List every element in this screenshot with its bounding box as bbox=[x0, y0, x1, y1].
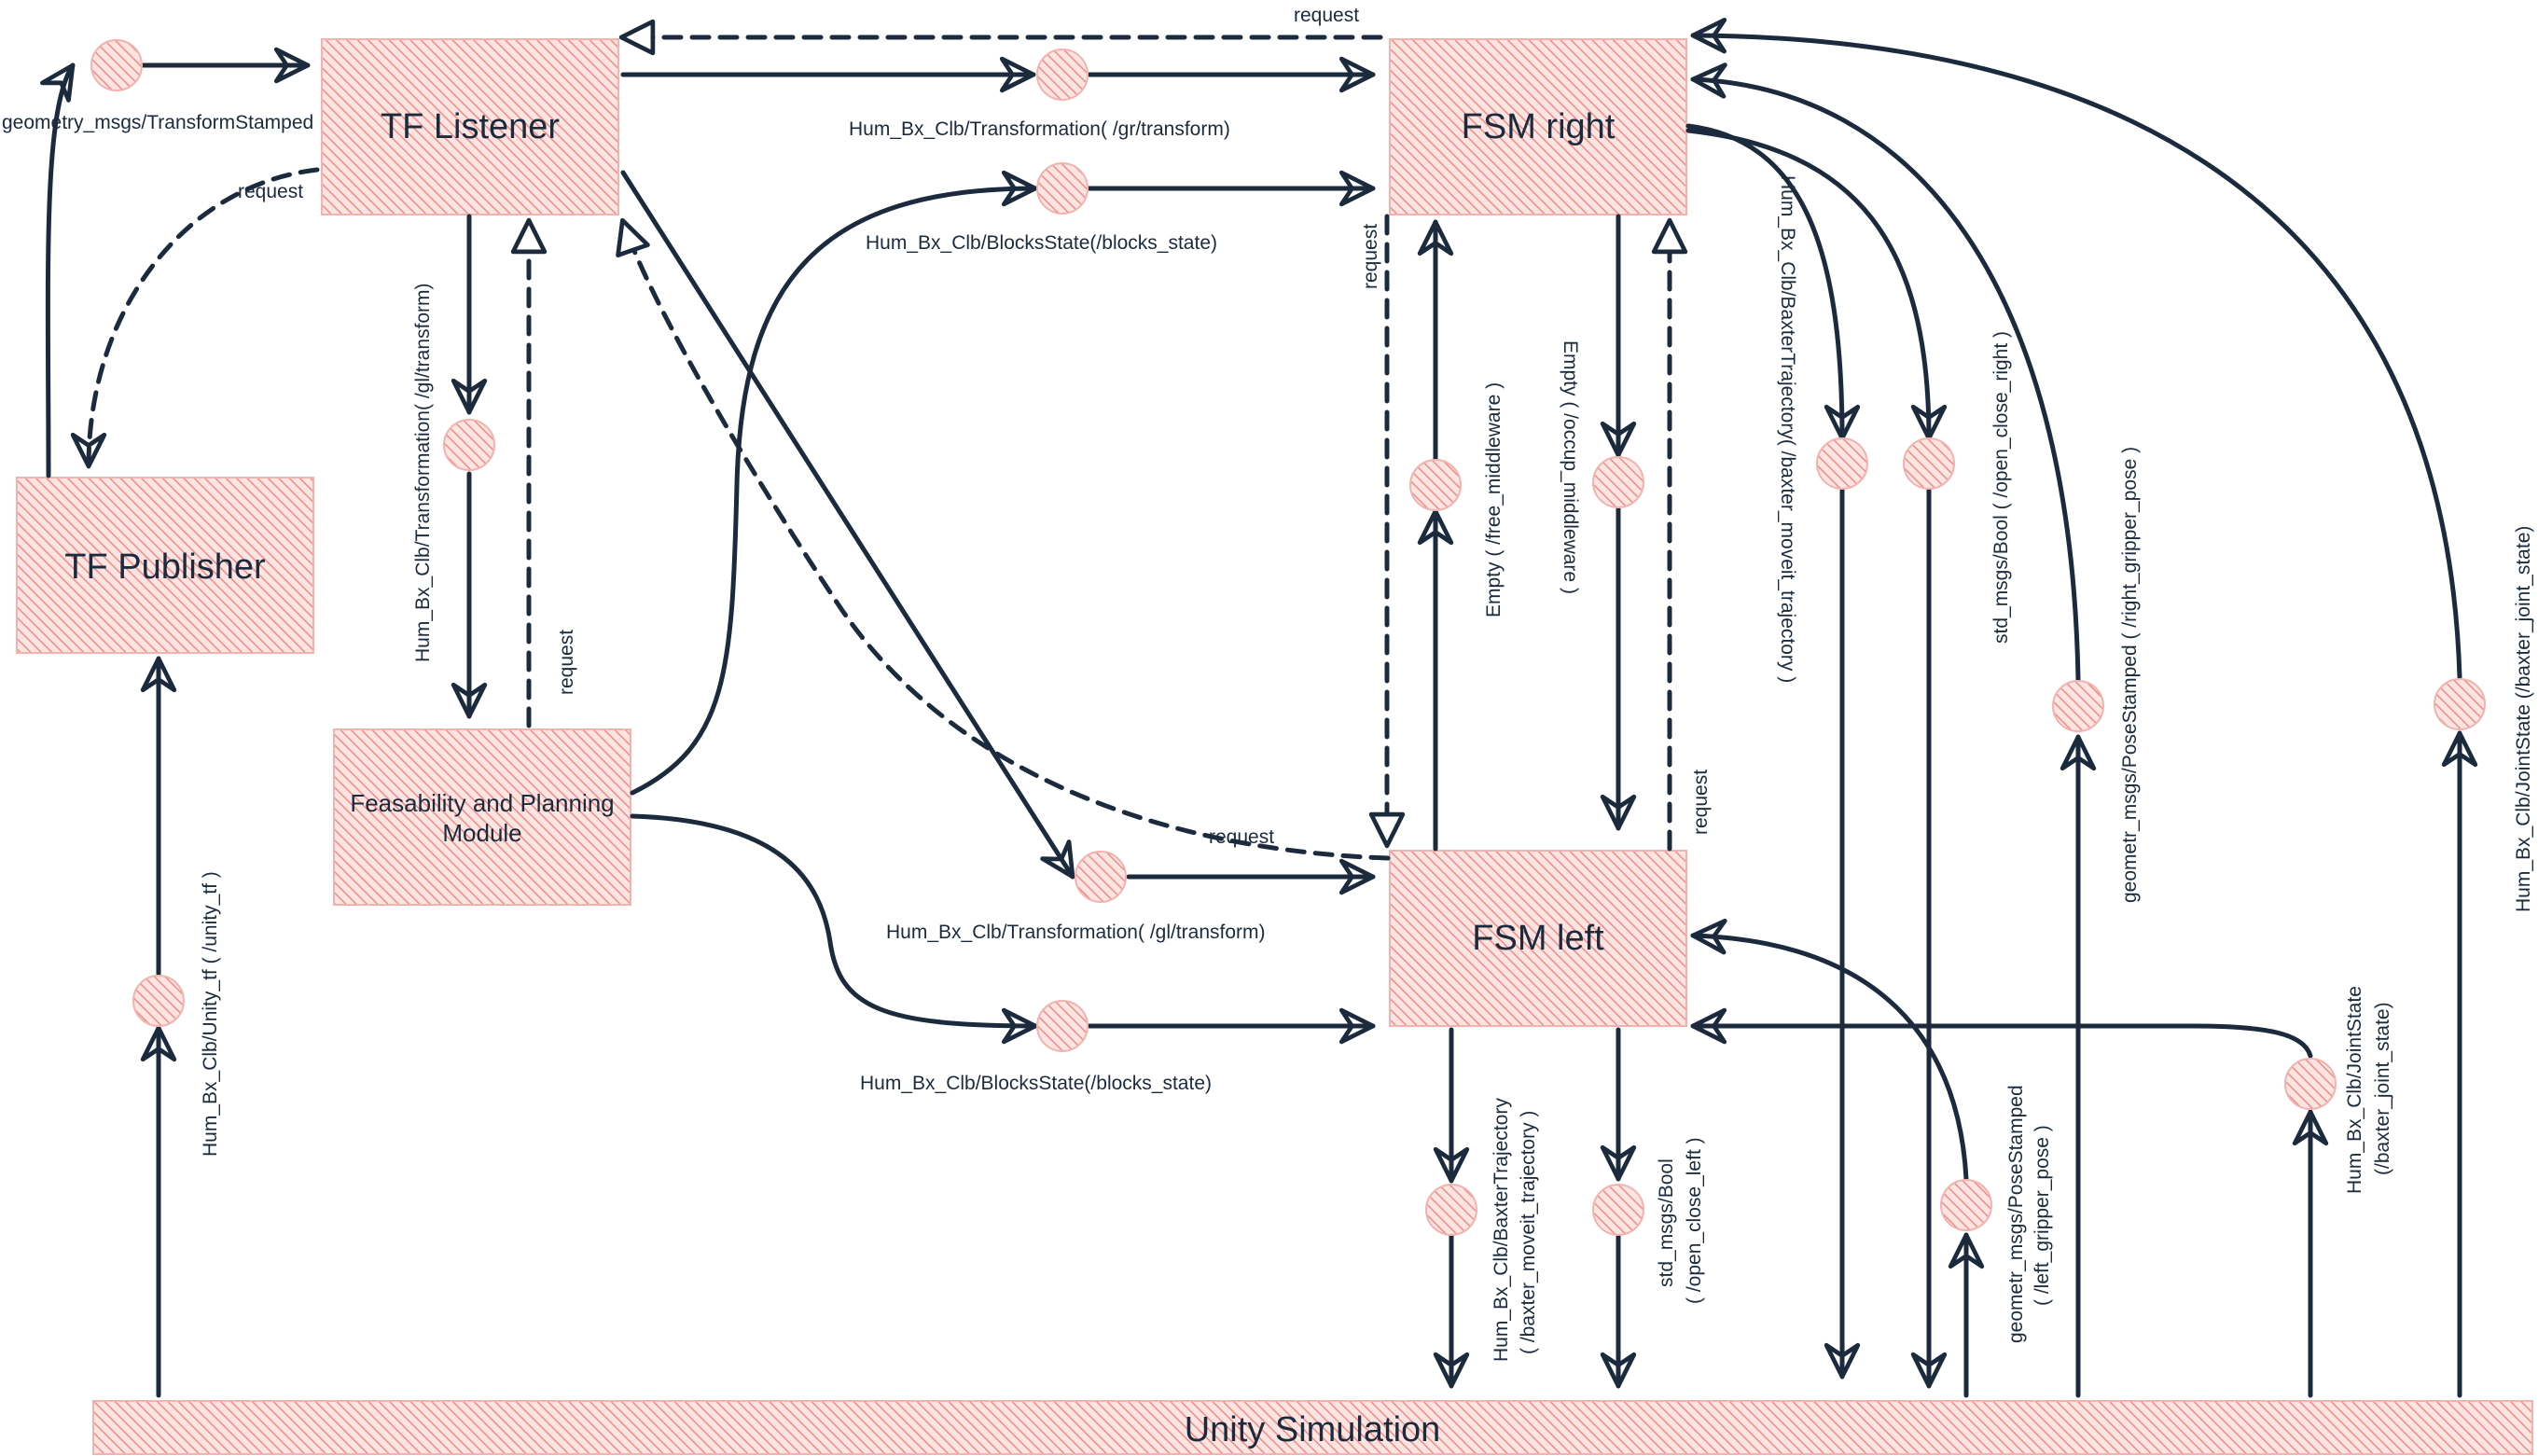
msg-dot-occup-middleware bbox=[1592, 456, 1644, 508]
node-feasability-label-line1: Feasability and Planning bbox=[350, 789, 614, 817]
msg-dot-gl-transform-bottom bbox=[1075, 851, 1127, 903]
label-moveit-left-line1: Hum_Bx_Clb/BaxterTrajectory bbox=[1491, 1098, 1512, 1362]
msg-dot-joint-state-left bbox=[2284, 1058, 2337, 1110]
label-request-fsm-right-left: request bbox=[1360, 224, 1381, 289]
edge-request-fsm-left-to-tf-listener bbox=[616, 217, 1391, 861]
label-left-gripper-line1: geometr_msgs/PoseStamped bbox=[2005, 1085, 2027, 1343]
msg-dot-blocks-state-top bbox=[1036, 162, 1089, 215]
label-open-close-left-line2: ( /open_close_left ) bbox=[1684, 1137, 1705, 1304]
node-tf-listener: TF Listener bbox=[321, 38, 619, 215]
msg-dot-gr-transform bbox=[1036, 49, 1089, 101]
label-joint-state-left-line1: Hum_Bx_Clb/JointState bbox=[2344, 986, 2365, 1194]
node-unity-label: Unity Simulation bbox=[1185, 1410, 1441, 1449]
node-fsm-right-label: FSM right bbox=[1462, 107, 1616, 146]
msg-dot-joint-state-right bbox=[2434, 678, 2486, 730]
node-fsm-right: FSM right bbox=[1389, 38, 1687, 215]
label-gl-transform-vertical: Hum_Bx_Clb/Transformation( /gl/transform… bbox=[412, 283, 434, 662]
edge-labels: geometry_msgs/TransformStamped request r… bbox=[2, 5, 2534, 1362]
label-joint-state-left-line2: (/baxter_joint_state) bbox=[2372, 1002, 2393, 1175]
msg-dot-free-middleware bbox=[1409, 459, 1462, 511]
edge-tf-listener-to-gl-dot-bottom bbox=[620, 170, 1075, 880]
label-moveit-right: Hum_Bx_Clb/BaxterTrajectory( /baxter_mov… bbox=[1777, 175, 1798, 683]
msg-dot-left-gripper bbox=[1940, 1179, 1992, 1231]
label-open-close-right: std_msgs/Bool ( /open_close_right ) bbox=[1990, 331, 2012, 644]
label-open-close-left-line1: std_msgs/Bool bbox=[1656, 1158, 1677, 1287]
msg-dot-moveit-right bbox=[1816, 437, 1868, 490]
msg-dot-open-close-right bbox=[1903, 437, 1955, 490]
edge-right-gripper-dot-to-fsm-right bbox=[1690, 62, 2081, 682]
label-right-gripper: geometr_msgs/PoseStamped ( /right_grippe… bbox=[2119, 447, 2141, 903]
msg-dot-open-close-left bbox=[1592, 1184, 1644, 1236]
label-geometry-transform: geometry_msgs/TransformStamped bbox=[2, 112, 313, 133]
label-request-top: request bbox=[1294, 5, 1359, 26]
label-blocks-state-bottom: Hum_Bx_Clb/BlocksState(/blocks_state) bbox=[860, 1073, 1212, 1094]
edge-fsm-right-to-open-close-dot-right bbox=[1685, 128, 1948, 441]
label-request-feas: request bbox=[556, 630, 577, 695]
label-gr-transform: Hum_Bx_Clb/Transformation( /gr/transform… bbox=[849, 118, 1230, 140]
label-occup-middleware: Empty ( /occup_middleware ) bbox=[1560, 340, 1581, 594]
msg-dot-right-gripper bbox=[2052, 680, 2104, 732]
message-dots bbox=[90, 39, 2486, 1236]
edge-left-gripper-dot-to-fsm-left bbox=[1690, 918, 1969, 1182]
label-moveit-left-line2: ( /baxter_moveit_trajectory ) bbox=[1518, 1111, 1539, 1354]
edge-joint-state-dot-right-to-fsm-right bbox=[1690, 17, 2462, 680]
node-tf-publisher: TF Publisher bbox=[16, 477, 314, 654]
edge-feasability-to-blocks-dot-bottom bbox=[630, 813, 1038, 1045]
node-feasability-label-line2: Module bbox=[442, 819, 521, 847]
label-gl-transform-bottom: Hum_Bx_Clb/Transformation( /gl/transform… bbox=[886, 922, 1266, 943]
msg-dot-unity-tf bbox=[132, 975, 185, 1027]
node-fsm-left-label: FSM left bbox=[1472, 919, 1604, 958]
node-unity-simulation: Unity Simulation bbox=[92, 1400, 2533, 1455]
label-free-middleware: Empty ( /free_middleware ) bbox=[1483, 382, 1505, 617]
node-feasability-module: Feasability and Planning Module bbox=[333, 728, 631, 906]
edge-joint-state-dot-left-to-fsm-left bbox=[1690, 1007, 2313, 1059]
node-tf-listener-label: TF Listener bbox=[381, 107, 561, 146]
label-request-fsm-left-right: request bbox=[1690, 770, 1712, 835]
edge-publisher-to-geometry-dot bbox=[40, 62, 76, 478]
node-tf-publisher-label: TF Publisher bbox=[64, 548, 266, 587]
edge-request-tf-listener-to-publisher bbox=[70, 167, 320, 469]
label-unity-tf: Hum_Bx_Clb/Unity_tf ( /unity_tf ) bbox=[200, 871, 221, 1157]
label-blocks-state-top: Hum_Bx_Clb/BlocksState(/blocks_state) bbox=[866, 232, 1217, 254]
msg-dot-blocks-state-bottom bbox=[1036, 1000, 1089, 1052]
node-fsm-left: FSM left bbox=[1389, 850, 1687, 1027]
msg-dot-geometry-transform bbox=[90, 39, 143, 91]
label-request-mid: request bbox=[1209, 826, 1274, 848]
label-request-tf-left: request bbox=[238, 181, 303, 202]
msg-dot-moveit-left bbox=[1425, 1184, 1477, 1236]
label-joint-state-right: Hum_Bx_Clb/JointState (/baxter_joint_sta… bbox=[2513, 526, 2534, 912]
msg-dot-gl-transform-vertical bbox=[443, 419, 495, 471]
label-left-gripper-line2: ( /left_gripper_pose ) bbox=[2032, 1125, 2053, 1306]
